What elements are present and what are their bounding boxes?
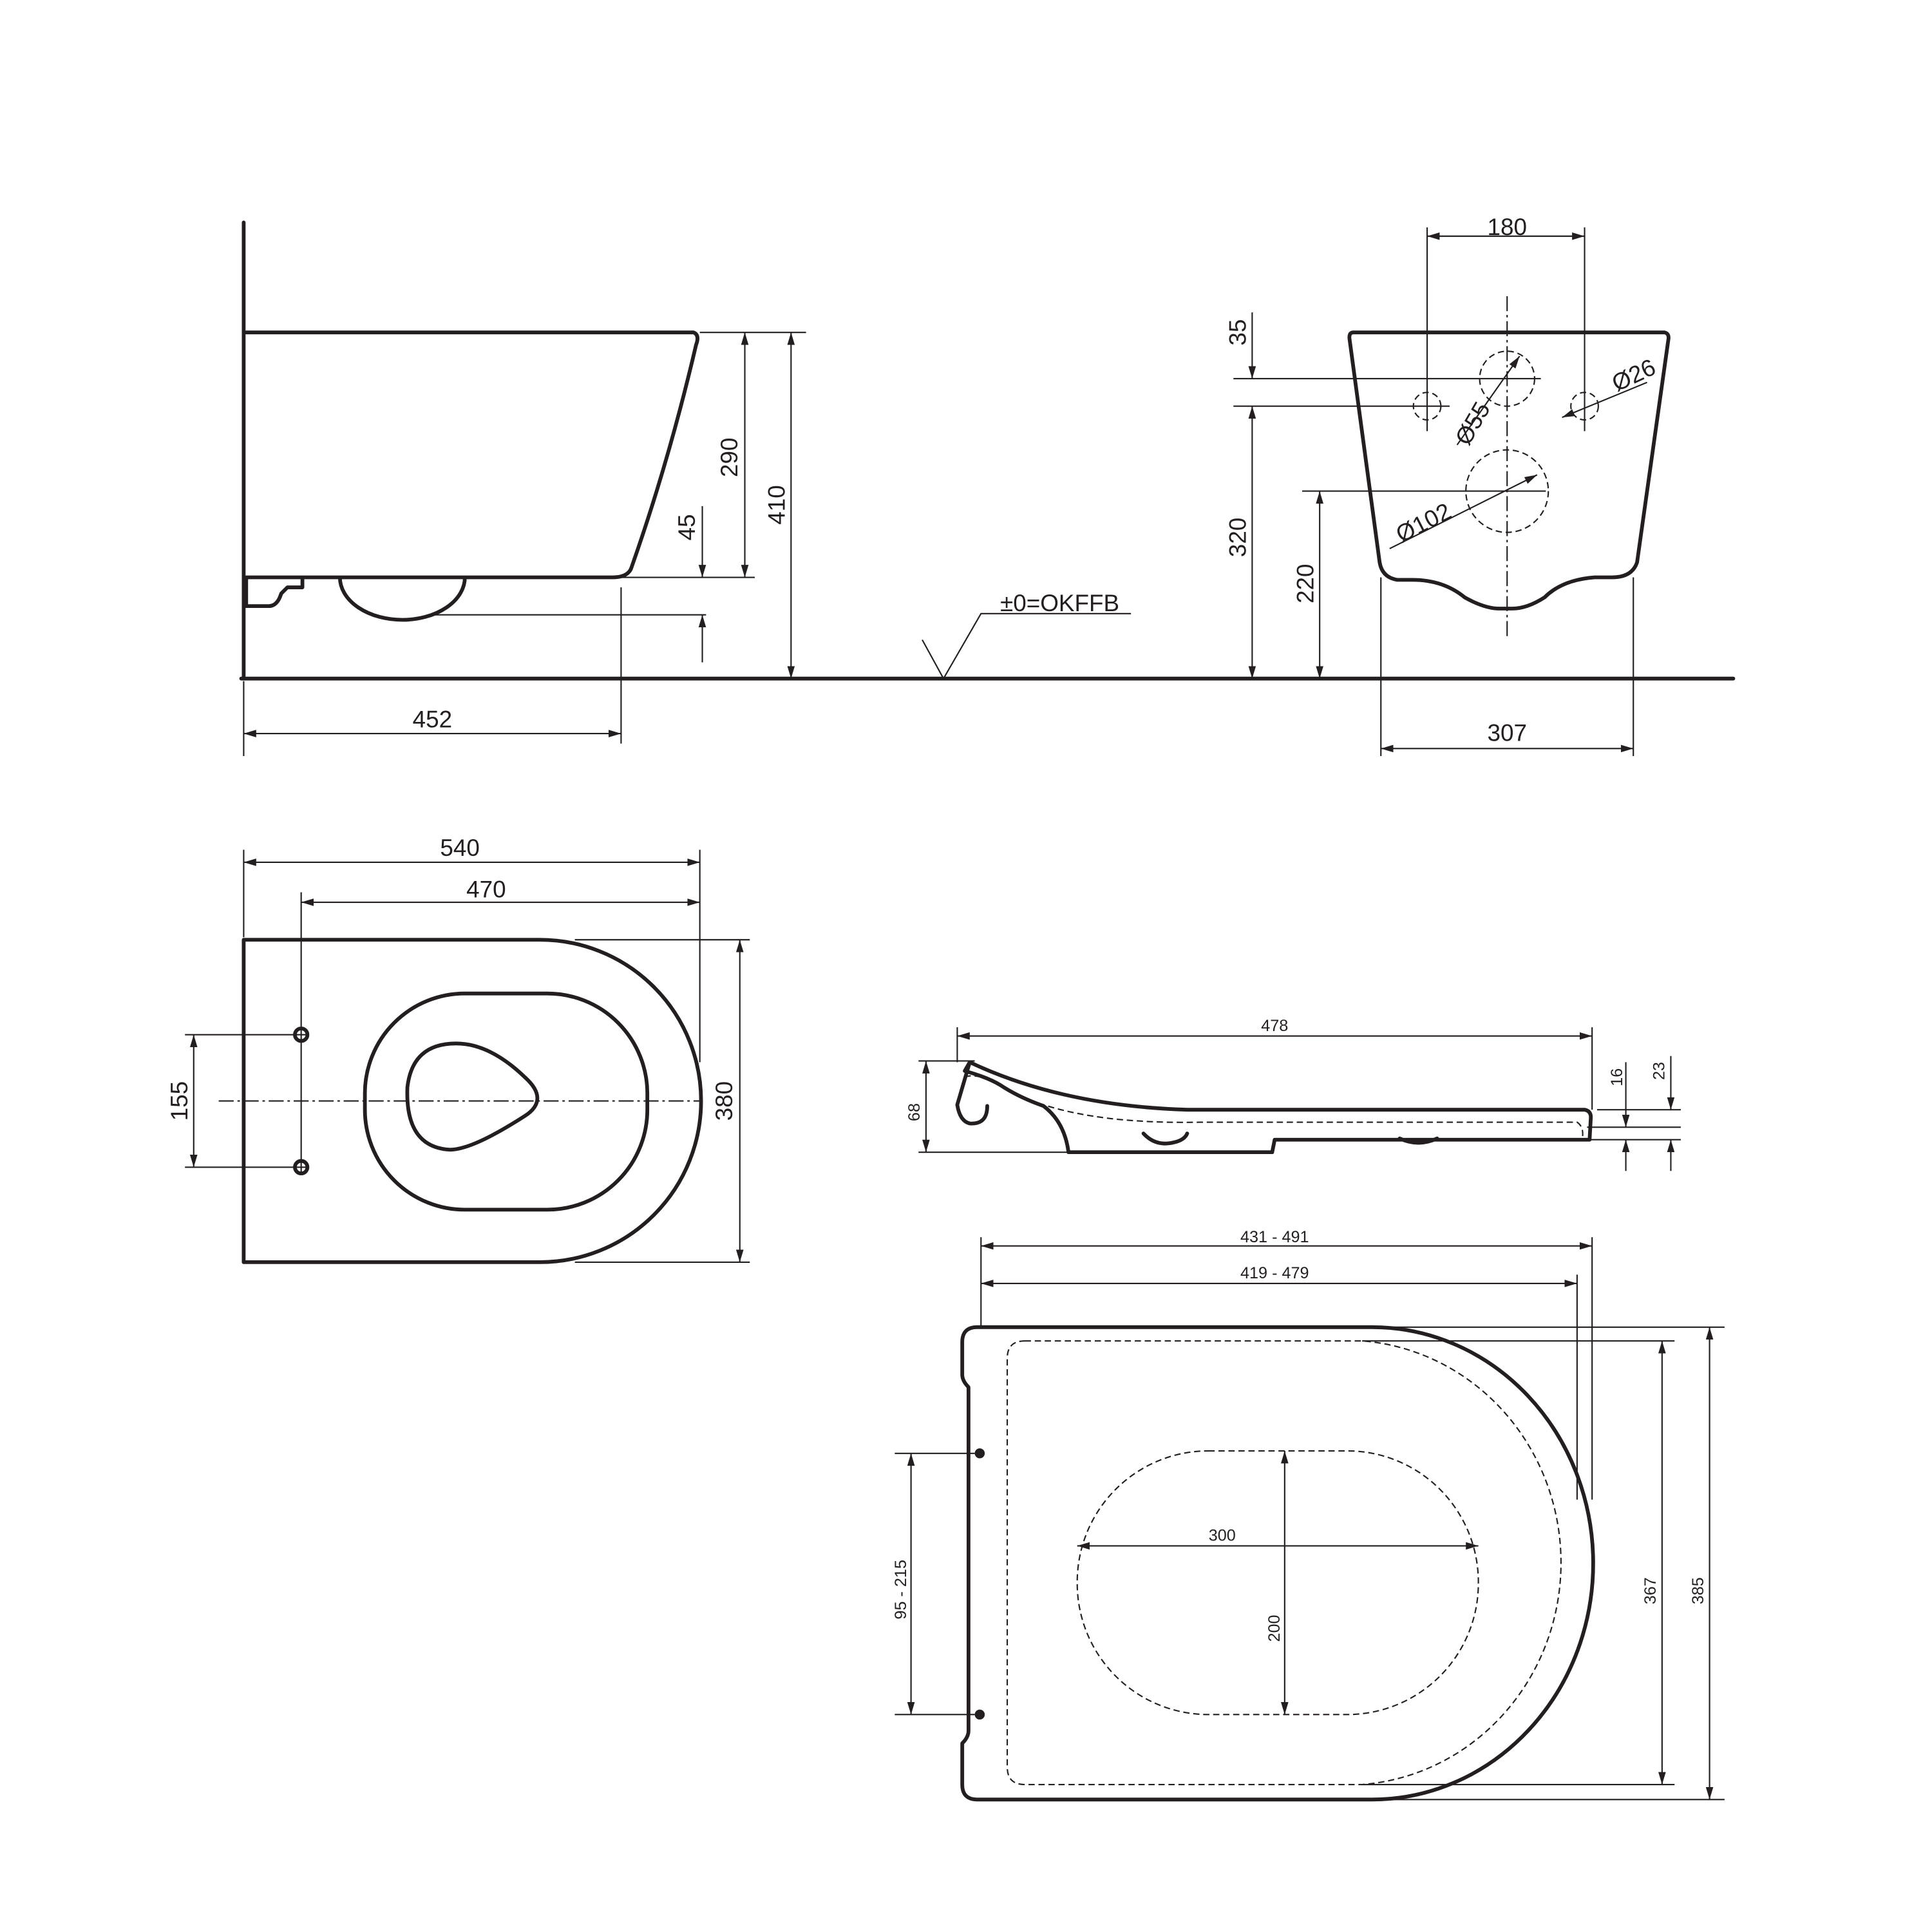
dim-320-label: 320 [1225, 518, 1251, 558]
dim-35-label: 35 [1225, 319, 1251, 346]
outlet-102 [1465, 449, 1549, 533]
dim-540-label: 540 [440, 835, 480, 861]
dim-45-label: 45 [674, 514, 700, 540]
dim-d102-label: Ø102 [1392, 498, 1455, 547]
dim-470-label: 470 [466, 876, 506, 902]
top-view: 540 470 380 155 [166, 835, 750, 1264]
hole-26-left [1412, 392, 1442, 421]
dim-d26-label: Ø26 [1608, 354, 1660, 397]
bowl-side-outline [244, 330, 699, 622]
hinge-point [974, 1448, 985, 1459]
dim-300-label: 300 [1209, 1527, 1236, 1545]
hole-55 [1479, 350, 1535, 407]
dim-16-label: 16 [1608, 1068, 1626, 1086]
dim-155-label: 155 [166, 1081, 193, 1121]
front-view: 180 35 320 220 Ø26 Ø55 Ø102 307 [1225, 214, 1671, 756]
bowl-top-outline [242, 938, 703, 1264]
dim-200-label: 200 [1265, 1615, 1283, 1642]
seat-top-outline [960, 1325, 1595, 1802]
dim-367-label: 367 [1642, 1577, 1660, 1604]
dim-380-label: 380 [711, 1081, 737, 1121]
dim-385-label: 385 [1689, 1577, 1707, 1604]
bowl-opening [405, 1041, 540, 1152]
dim-220-label: 220 [1292, 564, 1318, 603]
dim-307-label: 307 [1487, 720, 1527, 746]
seat-top-view: 431 - 491 419 - 479 300 200 367 385 95 -… [892, 1228, 1725, 1802]
dim-419-479-label: 419 - 479 [1240, 1264, 1309, 1282]
floor-reference-label: ±0=OKFFB [1000, 590, 1119, 616]
hinge-point [974, 1709, 985, 1720]
dim-23-label: 23 [1651, 1062, 1669, 1080]
dim-478-label: 478 [1261, 1017, 1288, 1035]
hole-26-right [1570, 392, 1599, 421]
seat-opening [1076, 1450, 1479, 1716]
side-view: 290 410 45 452 ±0=OKFFB [239, 220, 1736, 756]
dim-180-label: 180 [1487, 214, 1527, 240]
bowl-front-outline [1347, 330, 1671, 611]
dim-68-label: 68 [905, 1103, 923, 1121]
seat-side-outline [955, 1060, 1593, 1155]
dim-d55-label: Ø55 [1450, 397, 1495, 450]
dim-95-215-label: 95 - 215 [892, 1560, 910, 1620]
dim-452-label: 452 [413, 706, 453, 732]
seat-side-view: 478 68 16 23 [905, 1017, 1681, 1171]
dim-290-label: 290 [716, 437, 743, 477]
dim-410-label: 410 [764, 485, 790, 525]
dim-431-491-label: 431 - 491 [1240, 1228, 1309, 1246]
